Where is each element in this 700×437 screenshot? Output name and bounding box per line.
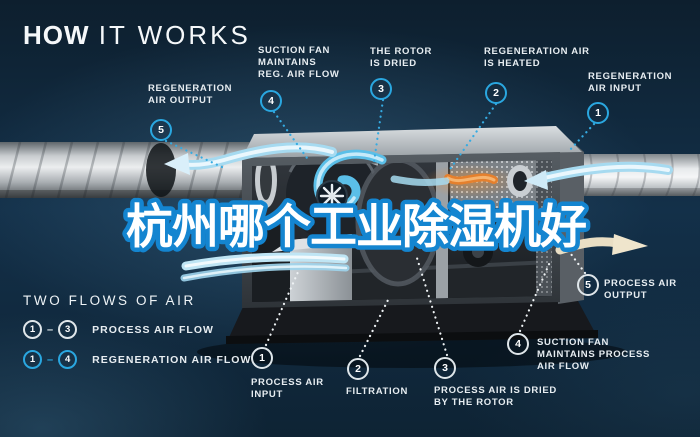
rotor-dried-label: THE ROTOR IS DRIED xyxy=(370,46,433,69)
legend-process-from-circle: 1 xyxy=(23,320,42,339)
desiccant-rotor xyxy=(358,160,438,284)
regen-air-heated-label: REGENERATION AIR IS HEATED xyxy=(484,46,590,69)
process-step-2-circle: 2 xyxy=(347,358,369,380)
process-step-5-circle: 5 xyxy=(577,274,599,296)
process-air-input-label: PROCESS AIR INPUT xyxy=(251,377,324,400)
regen-step-1-circle: 1 xyxy=(587,102,609,124)
process-callout-lines xyxy=(264,248,587,358)
regen-step-3-circle: 3 xyxy=(370,78,392,100)
process-suction-fan-label: SUCTION FAN MAINTAINS PROCESS AIR FLOW xyxy=(537,337,651,372)
legend-row-process: 1 – 3 PROCESS AIR FLOW xyxy=(23,319,251,340)
regen-in-arrowhead xyxy=(524,170,548,190)
legend-process-label: PROCESS AIR FLOW xyxy=(92,323,214,336)
process-air-dried-label: PROCESS AIR IS DRIED BY THE ROTOR xyxy=(434,385,557,408)
fan-hub-icon xyxy=(316,180,348,212)
page-title: HOW IT WORKS xyxy=(23,20,251,51)
filtration-label: FILTRATION xyxy=(346,386,409,397)
legend-two-flows: TWO FLOWS OF AIR 1 – 3 PROCESS AIR FLOW … xyxy=(23,293,251,379)
legend-title: TWO FLOWS OF AIR xyxy=(23,293,196,308)
process-step-3-circle: 3 xyxy=(434,357,456,379)
regen-step-4-circle: 4 xyxy=(260,90,282,112)
title-word-how: HOW xyxy=(23,20,90,50)
process-step-4-circle: 4 xyxy=(507,333,529,355)
left-duct xyxy=(0,141,256,199)
legend-process-to-circle: 3 xyxy=(58,320,78,339)
regen-air-output-label: REGENERATION AIR OUTPUT xyxy=(148,83,233,106)
airflow-arrows xyxy=(164,142,673,282)
regen-air-input-label: REGENERATION AIR INPUT xyxy=(588,71,673,94)
legend-regen-from-circle: 1 xyxy=(23,350,42,369)
inlet-plenum xyxy=(290,234,352,302)
regen-out-arrowhead xyxy=(164,153,190,175)
legend-regen-to-circle: 4 xyxy=(58,350,78,369)
regen-step-5-circle: 5 xyxy=(150,119,172,141)
regen-suction-fan-label: SUCTION FAN MAINTAINS REG. AIR FLOW xyxy=(258,45,340,80)
process-air-output-label: PROCESS AIR OUTPUT xyxy=(604,278,677,301)
legend-regen-dash: – xyxy=(47,353,54,366)
process-out-arrowhead xyxy=(612,234,648,255)
legend-row-regeneration: 1 – 4 REGENERATION AIR FLOW xyxy=(23,349,251,370)
regen-callout-lines xyxy=(164,98,596,174)
duct-cutaway-opening xyxy=(146,143,176,197)
regen-step-2-circle: 2 xyxy=(485,82,507,104)
headline-overlay-text: 杭州哪个工业除湿机好 xyxy=(126,200,586,253)
legend-process-dash: – xyxy=(47,323,54,336)
process-step-1-circle: 1 xyxy=(251,347,273,369)
legend-regen-label: REGENERATION AIR FLOW xyxy=(92,353,252,366)
title-word-it-works: IT WORKS xyxy=(98,20,251,50)
